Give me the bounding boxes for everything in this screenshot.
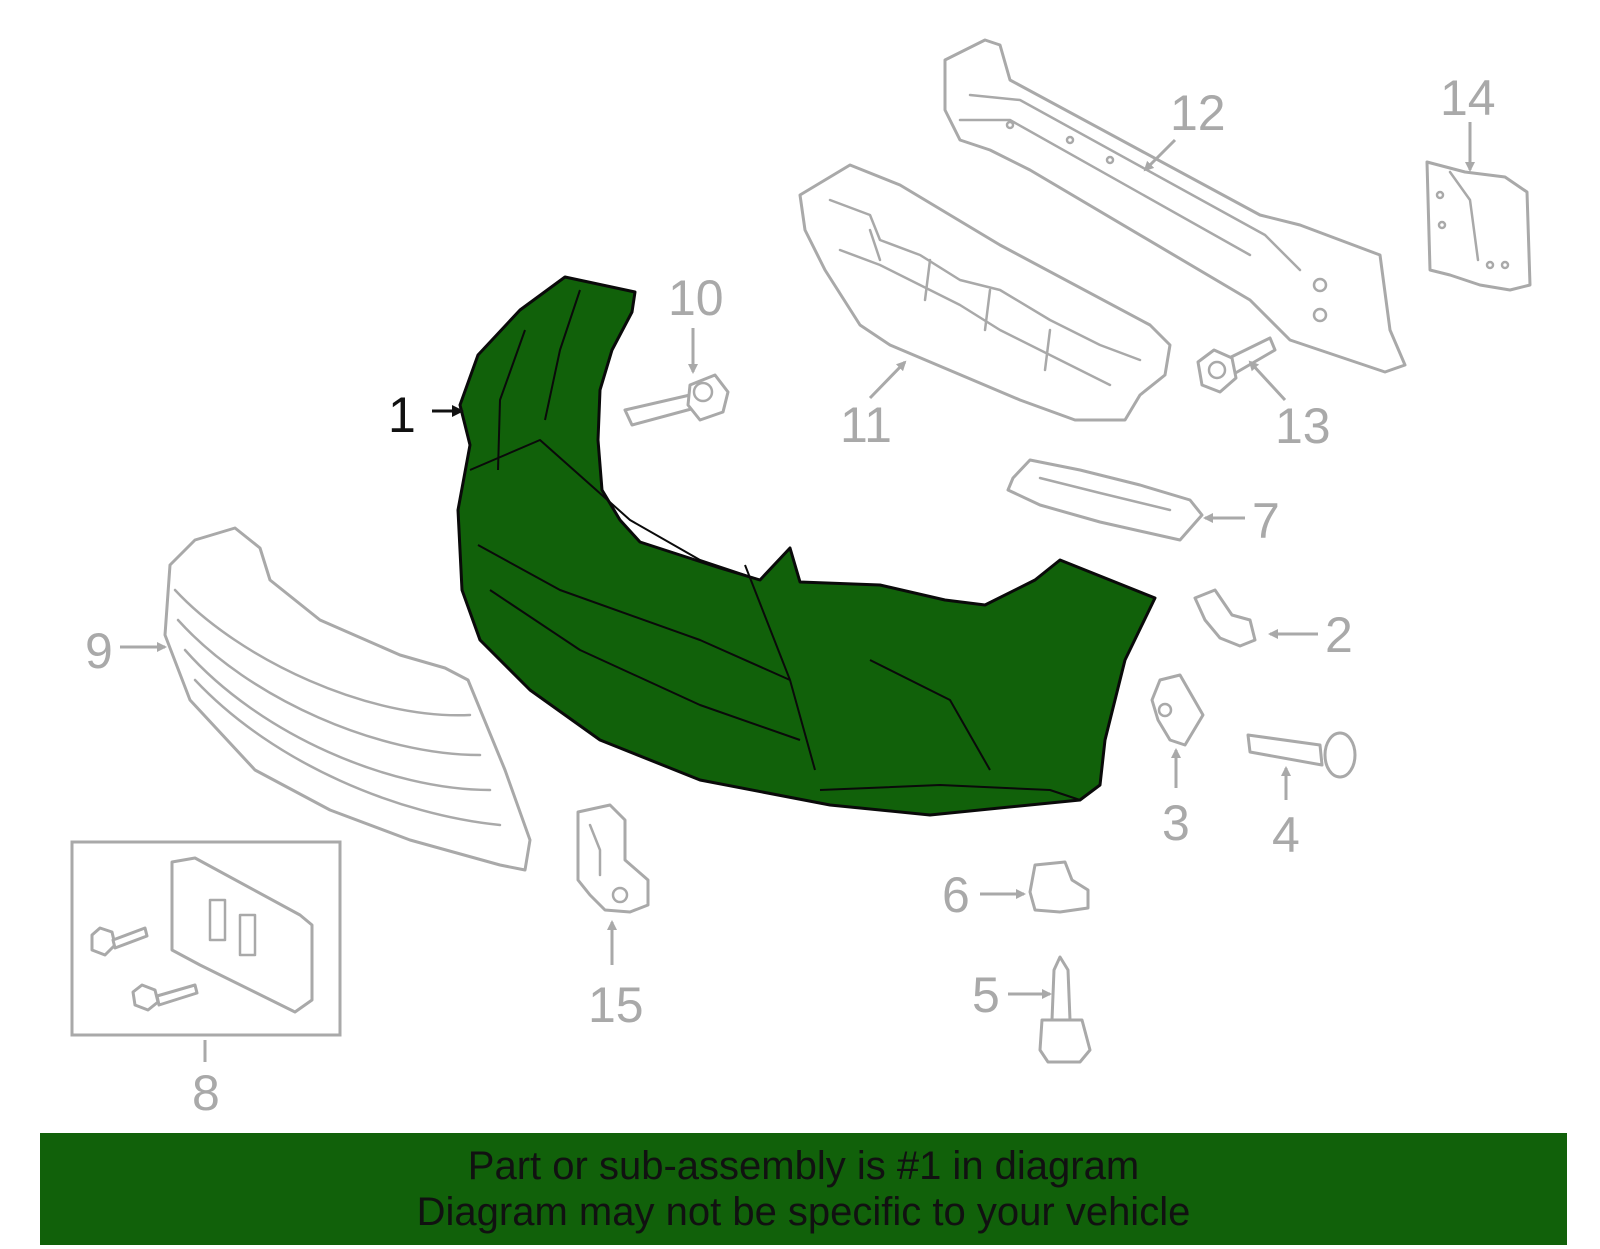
part-1-bumper-cover[interactable]	[456, 275, 1157, 817]
banner-line-1: Part or sub-assembly is #1 in diagram	[467, 1144, 1140, 1188]
callout-15[interactable]: 15	[588, 977, 644, 1033]
callout-3[interactable]: 3	[1162, 795, 1190, 851]
leader-11	[868, 360, 907, 400]
info-banner: Part or sub-assembly is #1 in diagram Di…	[40, 1133, 1567, 1245]
callout-7[interactable]: 7	[1252, 493, 1280, 549]
part-8-license-bracket-inset[interactable]	[70, 840, 342, 1037]
part-11-energy-absorber[interactable]	[798, 163, 1172, 422]
callout-8[interactable]: 8	[192, 1065, 220, 1121]
part-5-bolt[interactable]	[1038, 955, 1092, 1064]
callout-14[interactable]: 14	[1440, 70, 1496, 126]
part-6-clip[interactable]	[1028, 860, 1090, 914]
part-10-bolt[interactable]	[623, 373, 730, 427]
leader-lines	[120, 122, 1475, 1062]
callout-labels: 1 2 3 4 5 6 7 8 9 10 11 12 13 14 15	[85, 70, 1496, 1121]
leader-13	[1248, 360, 1287, 402]
callout-2[interactable]: 2	[1325, 607, 1353, 663]
part-3-clip[interactable]	[1150, 673, 1205, 747]
callout-11[interactable]: 11	[840, 397, 892, 453]
callout-5[interactable]: 5	[972, 967, 1000, 1023]
part-13-bolt[interactable]	[1196, 336, 1277, 394]
callout-12[interactable]: 12	[1170, 85, 1226, 141]
callout-1[interactable]: 1	[388, 387, 416, 443]
callout-13[interactable]: 13	[1275, 398, 1331, 454]
callout-4[interactable]: 4	[1272, 807, 1300, 863]
part-4-bolt[interactable]	[1246, 731, 1357, 779]
part-9-grille[interactable]	[163, 526, 532, 872]
part-7-bracket[interactable]	[1006, 458, 1204, 542]
callout-10[interactable]: 10	[668, 270, 724, 326]
leader-12	[1143, 138, 1177, 172]
part-2-push-clip[interactable]	[1193, 588, 1257, 648]
part-12-reinforcement-bar[interactable]	[943, 38, 1407, 374]
part-14-bracket[interactable]	[1425, 160, 1532, 292]
callout-6[interactable]: 6	[942, 867, 970, 923]
callout-9[interactable]: 9	[85, 623, 113, 679]
part-15-bracket[interactable]	[576, 803, 650, 914]
banner-line-2: Diagram may not be specific to your vehi…	[416, 1190, 1191, 1234]
